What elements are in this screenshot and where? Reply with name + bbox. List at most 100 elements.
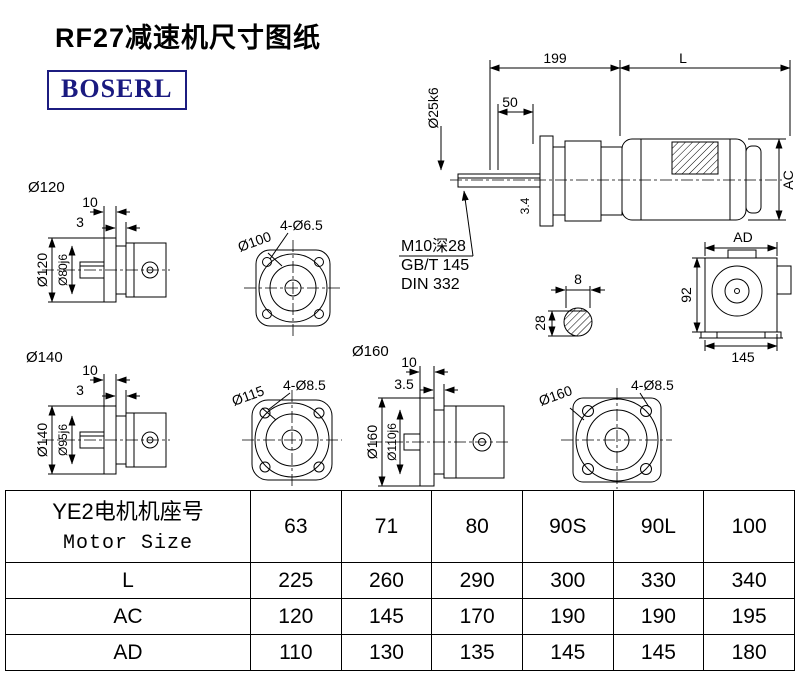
table-cell: 145 <box>612 634 705 671</box>
flange-120-label: Ø120 <box>28 179 65 196</box>
dim-od-120: Ø120 <box>34 253 50 287</box>
table-cell: 340 <box>703 562 795 599</box>
table-cell: 260 <box>340 562 433 599</box>
table-cell: 225 <box>250 562 342 599</box>
bolt-hole <box>640 463 652 475</box>
bolt-callout: 4-Ø6.5 <box>280 217 323 233</box>
front-view-115: 4-Ø8.5 Ø115 <box>230 377 342 488</box>
table-cell: 145 <box>521 634 614 671</box>
table-cell: 110 <box>250 634 342 671</box>
motor-terminal-box <box>671 141 719 175</box>
col-header-90s: 90S <box>521 490 614 563</box>
gear-housing <box>443 405 505 479</box>
table-cell: 290 <box>431 562 523 599</box>
dim-10: 10 <box>82 194 98 210</box>
dim-8: 8 <box>574 271 582 287</box>
dim-3: 3 <box>76 382 84 398</box>
dim-pilot-95: Ø95j6 <box>56 424 70 456</box>
side-housing <box>704 257 778 333</box>
dim-3-4: 3.4 <box>518 197 532 214</box>
dim-od-160: Ø160 <box>364 425 380 459</box>
dim-L: L <box>679 50 687 66</box>
technical-drawing: 199 L 50 Ø25k6 AC 3.4 M10深28 GB/T 145 DI… <box>26 50 796 489</box>
bolt-hole <box>262 309 272 319</box>
flange-view-120: Ø120 10 3 Ø120 <box>28 179 170 303</box>
table-cell: 195 <box>703 598 795 635</box>
dim-AC: AC <box>780 170 796 189</box>
bolt-hole <box>259 407 271 419</box>
col-header-63: 63 <box>250 490 342 563</box>
note-din-standard: DIN 332 <box>401 276 460 293</box>
dimension-table: YE2电机机座号 Motor Size 63 71 80 90S 90L 100… <box>5 490 795 671</box>
dim-3: 3 <box>76 214 84 230</box>
table-cell: 190 <box>612 598 705 635</box>
output-shaft <box>457 173 541 188</box>
bolt-hole <box>313 407 325 419</box>
flange-140-label: Ø140 <box>26 349 63 366</box>
header-cn: YE2电机机座号 <box>52 498 204 524</box>
dim-199: 199 <box>543 50 567 66</box>
table-row-AC: AC 120 145 170 190 190 195 <box>5 598 795 635</box>
dim-145: 145 <box>731 349 755 365</box>
dim-92: 92 <box>678 287 694 303</box>
flange-view-140: Ø140 10 3 Ø140 <box>26 349 170 475</box>
row-label-AD: AD <box>5 634 251 671</box>
header-en: Motor Size <box>62 531 194 555</box>
col-header-90l: 90L <box>612 490 705 563</box>
flange-view-160: Ø160 10 3.5 Ø160 <box>352 343 508 487</box>
main-assembly-view: 199 L 50 Ø25k6 AC 3.4 M10深28 GB/T 145 DI… <box>399 50 796 293</box>
bolt-hole <box>262 257 272 267</box>
dim-shaft-dia: Ø25k6 <box>425 87 441 128</box>
table-cell: 120 <box>250 598 342 635</box>
side-view: AD 92 145 <box>678 229 792 365</box>
table-cell: 190 <box>521 598 614 635</box>
fan-cover <box>745 145 762 214</box>
row-label-AC: AC <box>5 598 251 635</box>
table-cell: 180 <box>703 634 795 671</box>
dim-28: 28 <box>532 315 548 331</box>
bolt-hole <box>314 257 324 267</box>
table-cell: 330 <box>612 562 705 599</box>
table-cell: 145 <box>340 598 433 635</box>
motor-size-header-cell: YE2电机机座号 Motor Size <box>5 490 251 563</box>
dim-od-140: Ø140 <box>34 423 50 457</box>
bolt-hole <box>582 405 594 417</box>
gearbox-flange <box>539 135 554 227</box>
dim-10: 10 <box>82 362 98 378</box>
shaft-key-section: 8 28 <box>532 271 605 337</box>
table-row-AD: AD 110 130 135 145 145 180 <box>5 634 795 671</box>
bolt-hole <box>259 461 271 473</box>
dim-pilot-80: Ø80j6 <box>56 254 70 286</box>
bolt-callout: 4-Ø8.5 <box>631 377 674 393</box>
col-header-100: 100 <box>703 490 795 563</box>
dim-pilot-110: Ø110j6 <box>385 423 399 461</box>
dim-50: 50 <box>502 94 518 110</box>
table-row-L: L 225 260 290 300 330 340 <box>5 562 795 599</box>
table-cell: 130 <box>340 634 433 671</box>
dia-callout: Ø160 <box>537 382 575 409</box>
table-cell: 300 <box>521 562 614 599</box>
flange-160-label: Ø160 <box>352 343 389 360</box>
note-gb-standard: GB/T 145 <box>401 257 469 274</box>
bolt-hole <box>313 461 325 473</box>
bolt-callout: 4-Ø8.5 <box>283 377 326 393</box>
col-header-80: 80 <box>431 490 523 563</box>
dim-AD: AD <box>733 229 752 245</box>
note-tapped-hole: M10深28 <box>401 237 466 255</box>
dim-10: 10 <box>401 354 417 370</box>
logo-text: BOSERL <box>61 74 173 103</box>
row-label-L: L <box>5 562 251 599</box>
bolt-hole <box>582 463 594 475</box>
bolt-hole <box>640 405 652 417</box>
logo: BOSERL <box>47 70 187 110</box>
col-header-71: 71 <box>340 490 433 563</box>
front-view-160: 4-Ø8.5 Ø160 <box>537 377 674 489</box>
table-cell: 135 <box>431 634 523 671</box>
table-cell: 170 <box>431 598 523 635</box>
front-view-100: 4-Ø6.5 Ø100 <box>236 217 342 336</box>
page-title: RF27减速机尺寸图纸 <box>55 23 322 53</box>
gearbox-housing <box>564 140 602 222</box>
side-terminal-box <box>776 265 792 295</box>
shaft-section <box>563 307 593 337</box>
